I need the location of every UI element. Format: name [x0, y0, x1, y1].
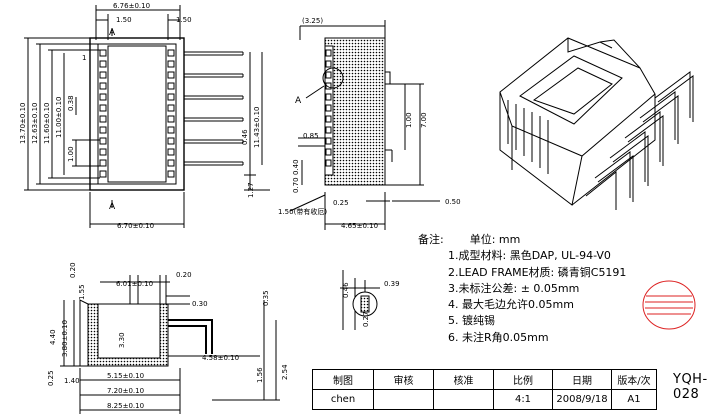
note-item: 1.成型材料: 黑色DAP, UL-94-V0 [448, 249, 611, 263]
dim-side-025: 0.25 [333, 199, 349, 207]
tb-header: 审核 [373, 369, 434, 390]
dim-lead-len: 11.43±0.10 [253, 107, 261, 149]
dim-pitch-right: 1.50 [176, 16, 192, 24]
detail-view [340, 270, 380, 330]
dim-side-465: 4.65±0.10 [341, 222, 378, 230]
dim-top-width: 6.76±0.10 [113, 2, 150, 10]
dim-sec-140: 1.40 [64, 377, 80, 385]
dim-height-b: 12.63±0.10 [31, 103, 39, 145]
dim-sec-156: 1.56 [256, 367, 264, 383]
dim-height-d: 11.00±0.10 [55, 97, 63, 139]
dim-sec-030: 0.30 [192, 300, 208, 308]
title-block-value-row: chen 4:1 2008/9/18 A1 [312, 389, 657, 410]
note-item: 6. 未注R角0.05mm [448, 330, 549, 344]
dim-sec-515: 5.15±0.10 [107, 372, 144, 380]
dim-side-note: 1.50(带有收厄) [278, 207, 327, 216]
dim-bottom-width: 6.70±0.10 [117, 222, 154, 230]
pin-one-label: 1 [82, 54, 86, 62]
dim-sec-020a: 0.20 [69, 262, 77, 278]
title-block: 制图 审核 核准 比例 日期 版本/次 chen 4:1 2008/9/18 A… [312, 369, 657, 410]
tb-value [373, 389, 434, 410]
section-a-top: A [109, 28, 116, 38]
dim-side-050: 0.50 [445, 198, 461, 206]
tb-header: 核准 [433, 369, 494, 390]
dim-lead-offset: 0.46 [241, 129, 249, 145]
side-view-text: (3.25) A 0.85 1.00 7.00 0.40 0.70 0.25 0… [278, 17, 461, 230]
tb-value: A1 [611, 389, 657, 410]
dim-sec-254: 2.54 [281, 364, 289, 380]
dim-side-top: (3.25) [302, 17, 323, 25]
tb-header: 比例 [493, 369, 553, 390]
drawing-number: YQH-028 [673, 372, 708, 402]
note-item: 3.未标注公差: ± 0.05mm [448, 281, 580, 295]
dim-overall-height: 13.70±0.10 [19, 103, 27, 145]
note-item: 4. 最大毛边允许0.05mm [448, 298, 574, 312]
detail-view-text: 0.46 0.39 0.27 [342, 280, 400, 327]
tb-header: 日期 [552, 369, 612, 390]
dim-lead-bot: 1.27 [247, 182, 255, 198]
dim-sec-380: 3.80±0.10 [61, 320, 69, 357]
dim-sec-440: 4.40 [49, 329, 57, 345]
top-view-text: 6.76±0.10 1.50 1.50 A A 13.70±0.10 12.63… [19, 2, 261, 230]
dim-side-040: 0.40 [292, 159, 300, 175]
section-a-bottom: A [109, 202, 116, 212]
section-view [60, 275, 280, 414]
dim-section-width: 6.01±0.10 [116, 280, 153, 288]
tb-value [433, 389, 494, 410]
dim-side-070: 0.70 [292, 177, 300, 193]
dim-sec-458: 4.58±0.10 [202, 354, 239, 362]
dim-sec-720: 7.20±0.10 [107, 387, 144, 395]
dim-detail-027: 0.27 [362, 311, 370, 327]
dim-pitch-left: 1.50 [116, 16, 132, 24]
dim-detail-039: 0.39 [384, 280, 400, 288]
dim-sec-020b: 0.20 [176, 271, 192, 279]
note-item: 5. 镀纯锡 [448, 314, 495, 328]
dim-detail-046: 0.46 [342, 282, 350, 298]
tb-value: 4:1 [493, 389, 553, 410]
dim-pin-pitch: 1.00 [67, 146, 75, 162]
notes-unit: 单位: mm [469, 233, 521, 246]
tb-header: 制图 [312, 369, 374, 390]
top-view [24, 5, 270, 228]
dim-sec-155: 1.55 [78, 284, 86, 300]
stamp-logo [642, 280, 696, 330]
isometric-view [499, 37, 694, 210]
tb-value: 2008/9/18 [552, 389, 612, 410]
dim-sec-035: 0.35 [262, 290, 270, 306]
dim-sec-825: 8.25±0.10 [107, 402, 144, 410]
note-item: 2.LEAD FRAME材质: 磷青铜C5191 [448, 265, 627, 279]
notes-title: 备注: [418, 233, 444, 246]
dim-sec-025: 0.25 [47, 370, 55, 386]
side-view [289, 20, 440, 230]
section-a-side: A [295, 96, 302, 106]
dim-height-c: 11.60±0.10 [43, 103, 51, 145]
dim-side-700: 7.00 [420, 112, 428, 128]
dim-sec-330: 3.30 [118, 332, 126, 348]
notes-block: 备注: 单位: mm 1.成型材料: 黑色DAP, UL-94-V0 2.LEA… [418, 232, 688, 346]
title-block-header-row: 制图 审核 核准 比例 日期 版本/次 [312, 369, 657, 390]
section-view-text: 6.01±0.10 0.20 0.20 0.30 0.35 1.55 4.40 … [47, 262, 289, 410]
dim-side-085: 0.85 [303, 132, 319, 140]
tb-header: 版本/次 [611, 369, 657, 390]
dim-pin-gap: 0.38 [67, 95, 75, 111]
tb-value: chen [312, 389, 374, 410]
dim-side-100: 1.00 [405, 112, 413, 128]
